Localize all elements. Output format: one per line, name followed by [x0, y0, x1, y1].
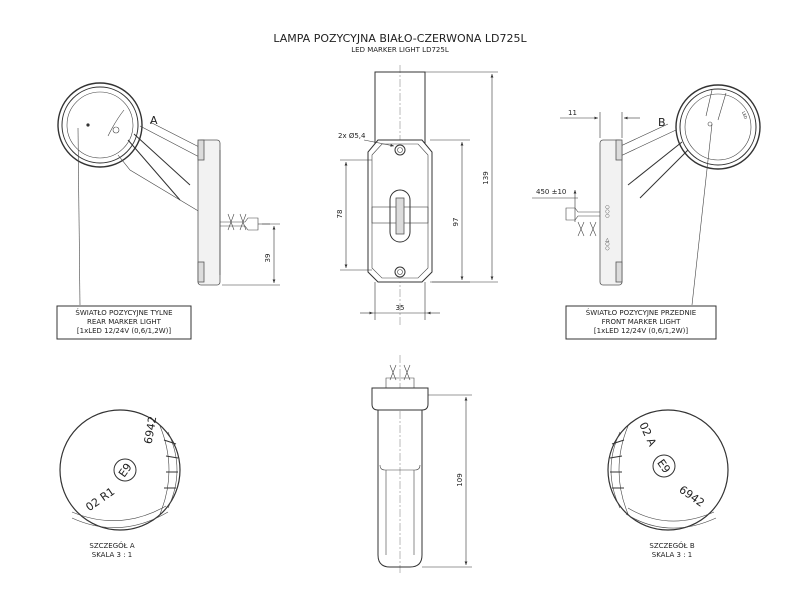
dim-35: 35 — [396, 304, 405, 312]
drawing-subtitle: LED MARKER LIGHT LD725L — [351, 46, 449, 54]
detail-b-marker: B — [658, 116, 666, 129]
front-label-line2: FRONT MARKER LIGHT — [602, 318, 682, 326]
rear-dim-39: 39 — [264, 254, 272, 263]
center-front-view: 2x Ø5,4 78 97 139 35 — [336, 65, 498, 325]
detail-a-code: 02 R1 — [83, 485, 117, 514]
hole-note: 2x Ø5,4 — [338, 132, 366, 140]
rear-label-box — [56, 305, 192, 340]
front-lens-marking: LED — [741, 111, 748, 120]
front-label-line3: [1xLED 12/24V (0,6/1,2W)] — [594, 327, 688, 335]
detail-a-e-mark: E9 — [116, 461, 135, 480]
dim-139: 139 — [482, 171, 490, 184]
dim-78: 78 — [336, 210, 344, 219]
rear-marker-view: 39 A ŚWIATŁO POZYCYJNE TYLNE REAR MARKER… — [56, 82, 280, 340]
detail-a-scale: SKALA 3 : 1 — [92, 551, 133, 559]
front-dim-11: 11 — [568, 109, 577, 117]
detail-a-marker: A — [150, 114, 158, 127]
front-bracket-marking-1: ○○○ — [604, 205, 610, 218]
drawing-title: LAMPA POZYCYJNA BIAŁO-CZERWONA LD725L — [273, 32, 527, 45]
bottom-side-view: 109 — [371, 355, 472, 575]
front-bracket-marking-2: ◁○○ — [604, 238, 610, 251]
dim-109: 109 — [456, 473, 464, 486]
rear-label-line3: [1xLED 12/24V (0,6/1,2W)] — [77, 327, 171, 335]
detail-b-e-mark: E9 — [654, 457, 673, 476]
detail-b-title: SZCZEGÓŁ B — [649, 541, 694, 550]
detail-b: E9 02 A 6942 SZCZEGÓŁ B SKALA 3 : 1 — [607, 409, 729, 559]
front-dim-450: 450 ±10 — [536, 188, 566, 196]
rear-label-line2: REAR MARKER LIGHT — [87, 318, 162, 326]
detail-a-number: 6942 — [142, 415, 160, 445]
detail-b-number: 6942 — [677, 483, 707, 510]
dim-97: 97 — [452, 218, 460, 227]
detail-b-scale: SKALA 3 : 1 — [652, 551, 693, 559]
front-marker-view: LED ○○○ ◁○○ 11 450 ±10 B ŚWIATŁO POZYCYJ… — [532, 84, 761, 340]
detail-a-title: SZCZEGÓŁ A — [89, 541, 134, 550]
detail-b-code: 02 A — [636, 420, 659, 449]
rear-label-line1: ŚWIATŁO POZYCYJNE TYLNE — [75, 308, 172, 317]
detail-a: E9 02 R1 6942 SZCZEGÓŁ A SKALA 3 : 1 — [59, 409, 181, 559]
front-label-line1: ŚWIATŁO POZYCYJNE PRZEDNIE — [586, 308, 696, 317]
front-label-box — [565, 305, 717, 340]
